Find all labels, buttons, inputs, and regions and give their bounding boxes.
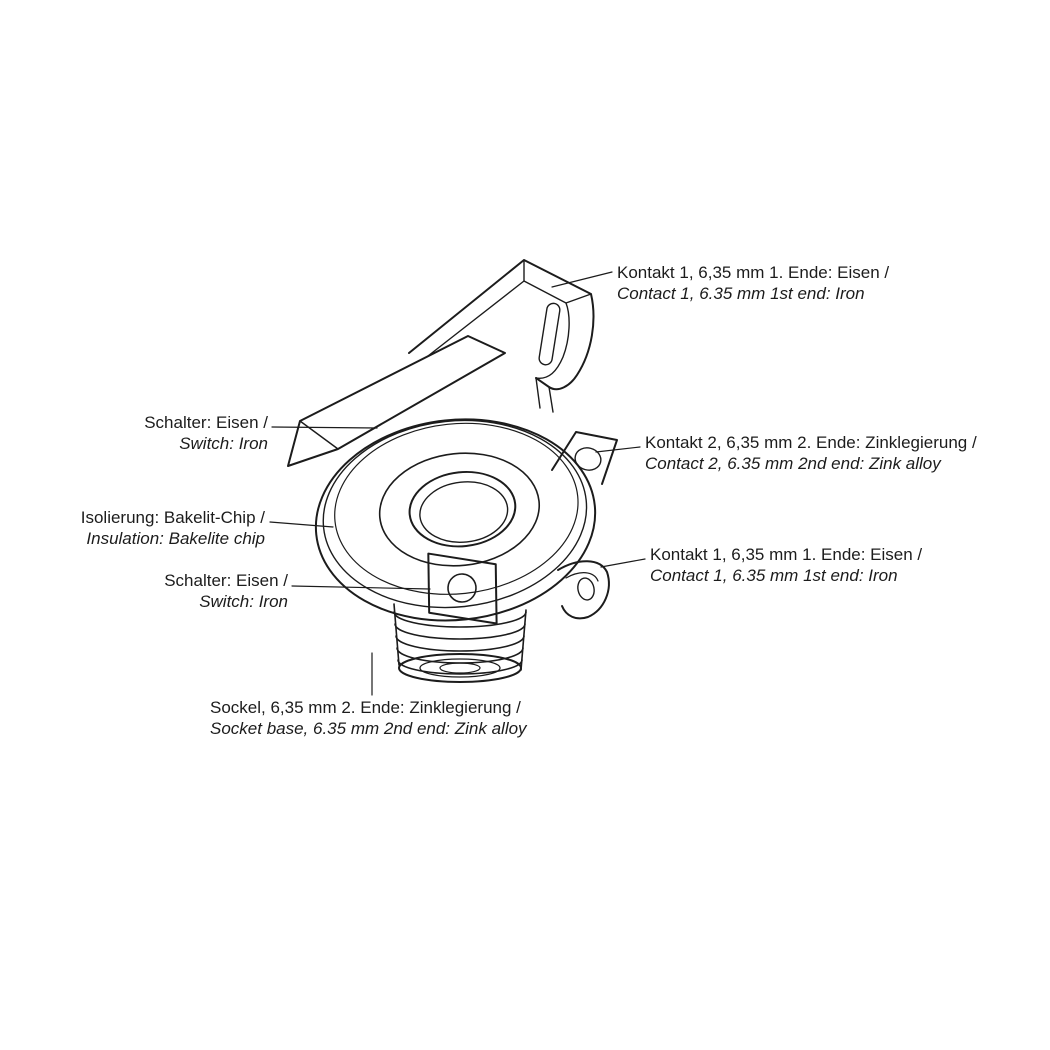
label-contact1-top: Kontakt 1, 6,35 mm 1. Ende: Eisen / Cont… xyxy=(617,262,889,304)
threaded-base xyxy=(393,603,527,683)
label-contact1-top-de: Kontakt 1, 6,35 mm 1. Ende: Eisen / xyxy=(617,263,890,282)
leader-line-contact1-top xyxy=(551,271,613,288)
leader-line-contact1-side xyxy=(600,558,646,568)
leader-line-switch-upper xyxy=(271,426,378,429)
label-switch-upper: Schalter: Eisen / Switch: Iron xyxy=(144,412,268,454)
leader-lines xyxy=(269,271,646,696)
contact1-tab xyxy=(557,560,610,620)
label-switch-upper-de: Schalter: Eisen / xyxy=(144,413,268,432)
label-contact1-side-de: Kontakt 1, 6,35 mm 1. Ende: Eisen / xyxy=(650,545,923,564)
label-insulation-en: Insulation: Bakelite chip xyxy=(86,529,265,548)
label-contact2-de: Kontakt 2, 6,35 mm 2. Ende: Zinklegierun… xyxy=(645,433,977,452)
leader-line-contact2 xyxy=(595,446,641,453)
label-switch-lower-de: Schalter: Eisen / xyxy=(164,571,288,590)
label-switch-lower: Schalter: Eisen / Switch: Iron xyxy=(164,570,288,612)
label-contact1-side-en: Contact 1, 6.35 mm 1st end: Iron xyxy=(650,566,898,585)
label-socket-base-en: Socket base, 6.35 mm 2nd end: Zink alloy xyxy=(210,719,527,738)
switch-tab xyxy=(427,552,498,625)
leader-line-switch-lower xyxy=(291,585,431,590)
label-insulation-de: Isolierung: Bakelit-Chip / xyxy=(80,508,265,527)
switch-blade xyxy=(287,335,506,467)
contact2-tab xyxy=(551,431,618,485)
label-contact2-en: Contact 2, 6.35 mm 2nd end: Zink alloy xyxy=(645,454,941,473)
leader-line-insulation xyxy=(269,521,334,528)
label-contact2: Kontakt 2, 6,35 mm 2. Ende: Zinklegierun… xyxy=(645,432,977,474)
label-contact1-side: Kontakt 1, 6,35 mm 1. Ende: Eisen / Cont… xyxy=(650,544,922,586)
label-switch-lower-en: Switch: Iron xyxy=(199,592,288,611)
label-contact1-top-en: Contact 1, 6.35 mm 1st end: Iron xyxy=(617,284,865,303)
label-socket-base: Sockel, 6,35 mm 2. Ende: Zinklegierung /… xyxy=(210,697,527,739)
body-disc xyxy=(314,418,597,622)
top-contact-arm xyxy=(408,259,595,413)
label-socket-base-de: Sockel, 6,35 mm 2. Ende: Zinklegierung / xyxy=(210,698,521,717)
label-insulation: Isolierung: Bakelit-Chip / Insulation: B… xyxy=(81,507,265,549)
label-switch-upper-en: Switch: Iron xyxy=(179,434,268,453)
